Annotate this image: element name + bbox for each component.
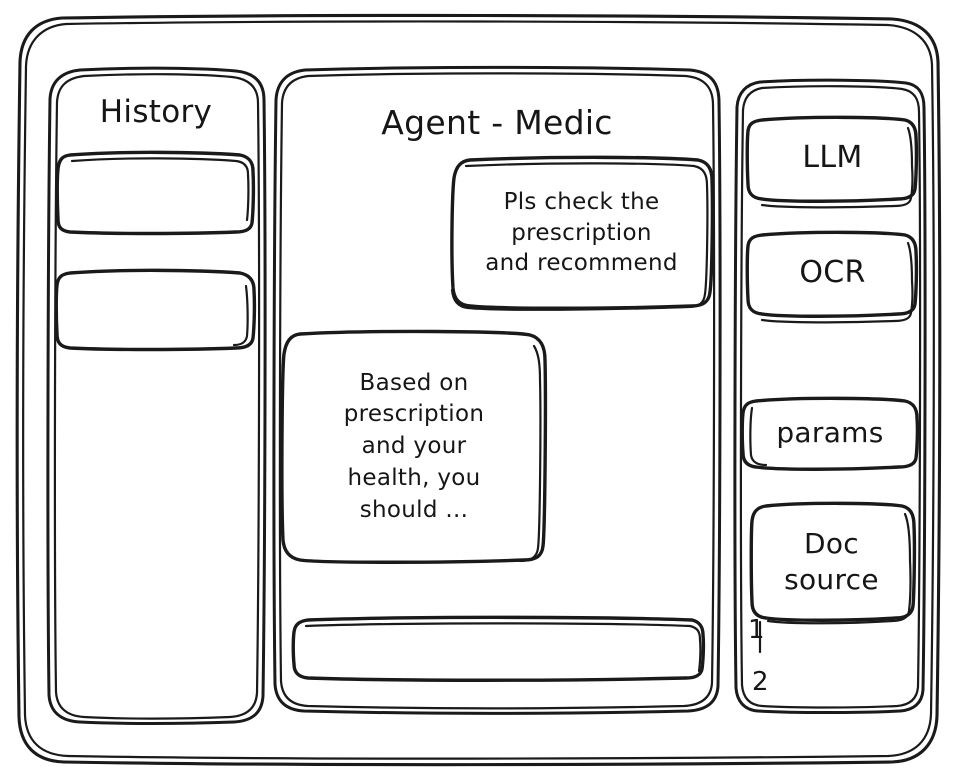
main-panel-outline	[272, 65, 722, 715]
tool-llm-outline	[745, 115, 919, 209]
user-message-outline	[450, 155, 715, 311]
message-line: prescription	[511, 219, 652, 246]
message-line: Based on	[359, 369, 469, 396]
message-line: and your	[361, 433, 467, 460]
composer-input-outline	[291, 615, 706, 682]
history-item-1-outline	[55, 150, 256, 236]
tool-button-llm[interactable]: LLM	[802, 139, 863, 175]
assistant-message-outline	[280, 329, 548, 564]
message-line: Pls check the	[503, 189, 660, 216]
history-list-item[interactable]	[57, 270, 253, 347]
message-line: and recommend	[485, 250, 678, 277]
doc-source-line: Doc	[804, 527, 859, 561]
tools-panel-outline	[733, 78, 927, 714]
tool-button-params[interactable]: params	[776, 415, 884, 449]
agent-title: Agent - Medic	[381, 102, 613, 142]
assistant-message-bubble: Based on prescription and your health, y…	[283, 332, 545, 562]
doc-source-line: source	[784, 563, 879, 596]
tool-button-doc-source[interactable]: Doc source	[750, 503, 913, 621]
history-list-item[interactable]	[57, 151, 253, 231]
tool-button-ocr[interactable]: OCR	[799, 254, 866, 290]
tool-params-outline	[740, 396, 920, 471]
message-line: should ...	[359, 496, 469, 523]
app-frame-outline	[15, 13, 942, 767]
history-item-2-outline	[54, 268, 257, 352]
doc-source-ref-2[interactable]: 2	[752, 667, 769, 697]
message-line: prescription	[343, 401, 485, 428]
tool-docsource-outline	[749, 501, 917, 625]
tool-ocr-outline	[745, 230, 919, 324]
user-message-bubble: Pls check the prescription and recommend	[452, 158, 711, 308]
history-panel-title: History	[99, 94, 213, 130]
doc-source-ref-1[interactable]: 1	[748, 615, 765, 645]
message-input[interactable]	[293, 618, 702, 674]
message-line: health, you	[347, 464, 481, 491]
